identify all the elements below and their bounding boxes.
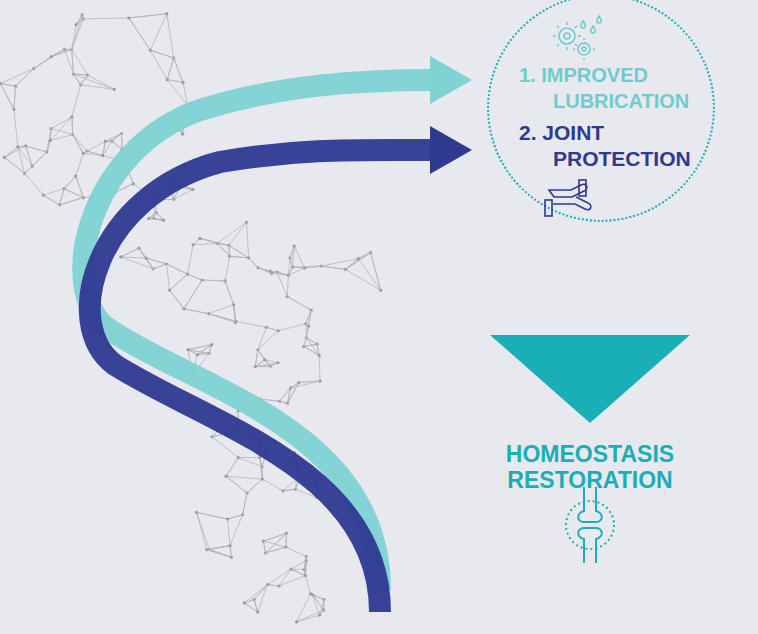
result-label: HOMEOSTASIS RESTORATION xyxy=(490,441,690,493)
arrow-head xyxy=(430,126,472,174)
joint-icon xyxy=(566,487,614,563)
down-triangle xyxy=(490,335,690,423)
arrow-head xyxy=(430,56,472,104)
gear-icon xyxy=(553,16,601,60)
dotted-circle: 1. IMPROVED LUBRICATION 2. JOINT PROTECTI… xyxy=(487,0,715,222)
hands-icon xyxy=(545,180,591,216)
item-text: 2. JOINT PROTECTION xyxy=(519,120,694,172)
ribbon-arrow xyxy=(90,150,432,612)
item-text: 1. IMPROVED LUBRICATION xyxy=(519,62,694,114)
